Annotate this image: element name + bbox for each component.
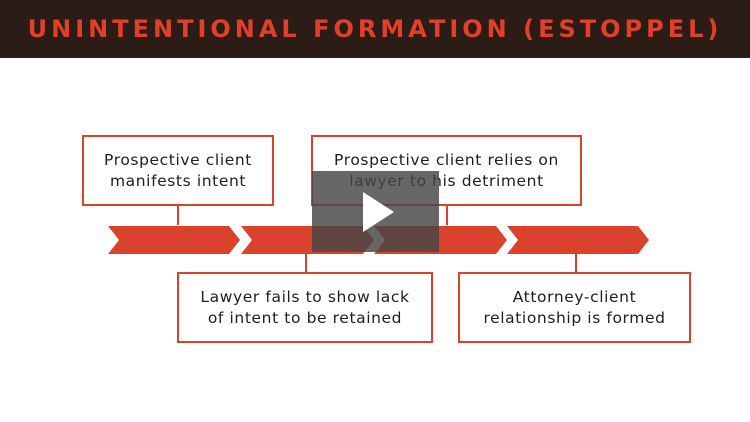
- connector-step-3: [305, 254, 307, 272]
- connector-step-1: [177, 206, 179, 225]
- timeline-segment-1: [108, 226, 240, 254]
- play-icon: [363, 191, 394, 232]
- connector-step-4: [575, 254, 577, 272]
- step-label-4: Attorney-client relationship is formed: [483, 287, 666, 327]
- step-box-4: Attorney-client relationship is formed: [458, 272, 691, 343]
- connector-step-2: [446, 206, 448, 225]
- step-label-1: Prospective client manifests intent: [104, 150, 252, 190]
- step-label-3: Lawyer fails to show lack of intent to b…: [200, 287, 410, 327]
- step-box-1: Prospective client manifests intent: [82, 135, 274, 206]
- title-bar: UNINTENTIONAL FORMATION (ESTOPPEL): [0, 0, 750, 58]
- page-title: UNINTENTIONAL FORMATION (ESTOPPEL): [27, 15, 723, 43]
- timeline-segment-4: [507, 226, 649, 254]
- step-box-3: Lawyer fails to show lack of intent to b…: [177, 272, 433, 343]
- video-play-button[interactable]: [312, 171, 439, 252]
